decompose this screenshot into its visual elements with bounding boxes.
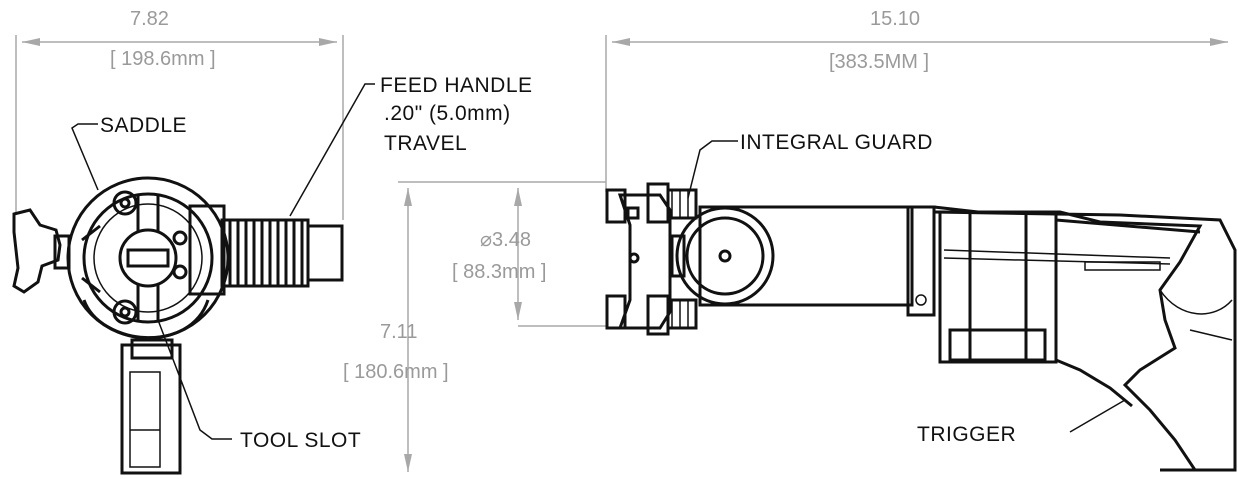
end-view: 7.82 [ 198.6mm ] [12,8,533,475]
drill-body [933,210,1237,472]
width-inches: 7.82 [130,8,169,30]
diameter-mm: [ 88.3mm ] [452,261,546,283]
diameter-inches: ⌀3.48 [480,229,531,251]
feed-wheel [670,206,775,306]
integral-guard-label: INTEGRAL GUARD [740,131,933,154]
clamp-head [605,182,698,336]
length-inches: 15.10 [870,8,920,30]
locking-knob [12,208,71,294]
feed-handle-label: FEED HANDLE [380,74,533,97]
side-view: 15.10 [383.5MM ] 7.11 [ 180.6mm ] ⌀3.48 … [343,8,1237,472]
feed-handle [220,218,344,288]
height-dimension: 7.11 [ 180.6mm ] [343,181,606,472]
height-inches: 7.11 [380,321,417,343]
height-mm: [ 180.6mm ] [343,361,449,383]
feed-handle-travel-value: .20" (5.0mm) [384,102,511,125]
motor-tube [698,205,979,317]
diameter-dimension: ⌀3.48 [ 88.3mm ] [452,188,606,327]
feed-handle-travel-label: TRAVEL [384,132,467,155]
lower-handle [120,338,182,475]
length-mm: [383.5MM ] [829,51,929,73]
saddle-label: SADDLE [100,114,187,137]
tool-slot-label: TOOL SLOT [240,429,361,452]
saddle-body [66,176,230,340]
length-dimension: 15.10 [383.5MM ] [605,8,1228,192]
width-dimension: 7.82 [ 198.6mm ] [15,8,344,220]
trigger-label: TRIGGER [917,423,1016,446]
width-mm: [ 198.6mm ] [110,48,216,70]
